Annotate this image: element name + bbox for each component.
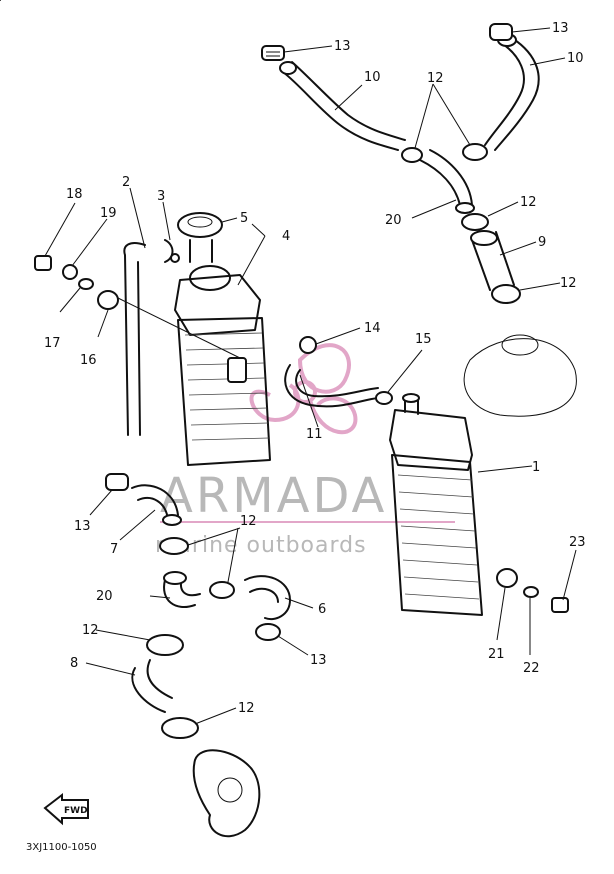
callout-14: 14 — [364, 321, 381, 336]
callout-20-lower: 20 — [96, 589, 113, 604]
callout-12-left: 12 — [82, 623, 99, 638]
callout-11: 11 — [306, 427, 323, 442]
callout-13-top-left: 13 — [334, 39, 351, 54]
callout-12-middle: 12 — [240, 514, 257, 529]
hose-8 — [131, 659, 173, 713]
clamp-12-joint-c — [461, 213, 489, 231]
hose-10-left — [282, 71, 399, 151]
clamp-12-hose8-top — [146, 634, 184, 656]
left-radiator-bracket — [227, 357, 247, 383]
watermark-brand: ARMADA — [160, 468, 387, 524]
clamp-12-joint-a — [401, 147, 423, 163]
collar-17 — [78, 278, 94, 290]
clamp-13-top-right — [489, 23, 513, 41]
callout-18: 18 — [66, 187, 83, 202]
callout-3: 3 — [157, 189, 165, 204]
callout-10-left: 10 — [364, 70, 381, 85]
collar-22 — [523, 586, 539, 598]
callout-21: 21 — [488, 647, 505, 662]
callout-10-right: 10 — [567, 51, 584, 66]
callout-8: 8 — [70, 656, 78, 671]
callout-15: 15 — [415, 332, 432, 347]
callout-6: 6 — [318, 602, 326, 617]
hose-7-end — [162, 514, 182, 526]
callout-13-lower-right: 13 — [310, 653, 327, 668]
callout-20-top: 20 — [385, 213, 402, 228]
hose-11-inner — [295, 369, 379, 398]
clamp-12-joint-lower — [209, 581, 235, 599]
left-radiator-fins — [184, 332, 270, 441]
clip-3 — [164, 239, 174, 263]
callout-5: 5 — [240, 211, 248, 226]
fwd-label: FWD — [64, 806, 88, 816]
callout-13-lower-left: 13 — [74, 519, 91, 534]
breather-tube-2 — [123, 242, 146, 436]
clamp-12-hose7 — [159, 537, 189, 555]
callout-22: 22 — [523, 661, 540, 676]
bolt-18 — [34, 255, 52, 271]
callout-numbers: 1 2 3 4 5 6 7 8 9 10 10 11 12 12 12 12 1… — [44, 21, 586, 716]
clamp-13-lower-left — [105, 473, 129, 491]
lower-hose-assembly — [105, 473, 291, 838]
callout-1: 1 — [532, 460, 540, 475]
callout-7: 7 — [110, 542, 118, 557]
callout-12-right-upper: 12 — [520, 195, 537, 210]
clamp-12-hose8-bottom — [161, 717, 199, 739]
forward-arrow: FWD — [43, 792, 89, 826]
bolt-23 — [551, 597, 569, 613]
callout-13-top-right: 13 — [552, 21, 569, 36]
hose-9-top — [470, 230, 498, 246]
left-radiator — [0, 0, 271, 466]
hose-10-left-inner — [291, 61, 406, 141]
watermark: ARMADA marine outboards — [155, 343, 455, 558]
screw-3 — [170, 253, 180, 263]
grommet-21 — [496, 568, 518, 588]
left-radiator-core — [177, 317, 271, 466]
washer-19 — [62, 264, 78, 280]
grommet-15 — [375, 391, 393, 405]
hose-9 — [471, 231, 515, 291]
right-radiator-inlet-end — [402, 393, 420, 403]
upper-hose-assembly — [261, 23, 540, 304]
clamp-14 — [299, 336, 317, 354]
hose-6 — [244, 575, 291, 620]
diagram-code: 3XJ1100-1050 — [26, 842, 97, 853]
radiator-shroud — [463, 338, 577, 417]
right-radiator-fins — [397, 474, 480, 600]
right-radiator-core — [391, 454, 483, 616]
callout-16: 16 — [80, 353, 97, 368]
right-radiator-tank — [389, 409, 473, 471]
clamp-12-hose9 — [491, 284, 521, 304]
right-radiator — [389, 334, 577, 616]
callout-12-bottom: 12 — [238, 701, 255, 716]
left-radiator-tank — [174, 274, 261, 336]
hose-10-right-inner — [494, 37, 540, 151]
watermark-tagline: marine outboards — [155, 533, 367, 558]
hose-10-left-end — [279, 61, 297, 75]
callout-4: 4 — [282, 229, 290, 244]
callout-2: 2 — [122, 175, 130, 190]
clamp-13-top-left — [261, 45, 285, 61]
hose-10-right — [484, 41, 525, 146]
callout-19: 19 — [100, 206, 117, 221]
callout-17: 17 — [44, 336, 61, 351]
clamp-12-joint-b — [462, 143, 488, 161]
joint-20-top-end — [455, 202, 475, 214]
clamp-13-lower-right — [255, 623, 281, 641]
grommet-16 — [97, 290, 119, 310]
water-pump-housing — [192, 749, 261, 838]
joint-20-lower-top — [163, 571, 187, 585]
fwd-arrow-icon — [43, 792, 89, 826]
radiator-cap-5 — [177, 212, 223, 238]
callout-23: 23 — [569, 535, 586, 550]
callout-9: 9 — [538, 235, 546, 250]
leader-lines — [44, 27, 577, 725]
callout-12-right-lower: 12 — [560, 276, 577, 291]
joint-20-top — [419, 149, 473, 206]
callout-12-top: 12 — [427, 71, 444, 86]
